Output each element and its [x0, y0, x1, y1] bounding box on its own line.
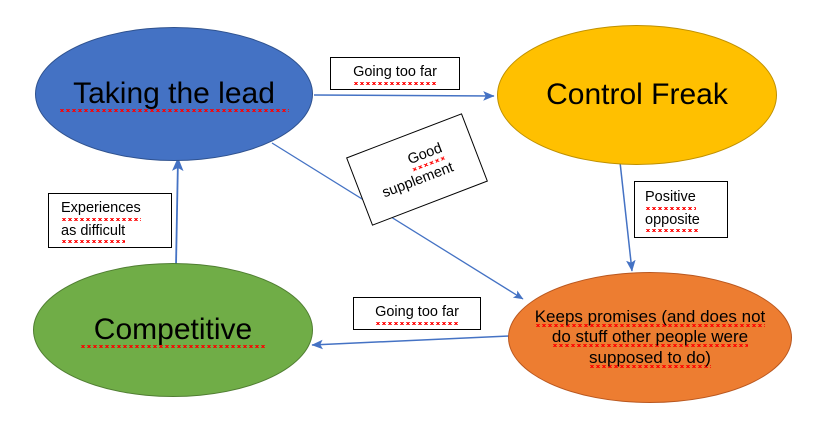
node-taking-the-lead-label: Taking the lead: [59, 75, 289, 112]
edge-label-positive-opposite-line-1: Positive: [645, 187, 696, 209]
node-keeps-promises-label: Keeps promises (and does not do stuff ot…: [521, 307, 780, 367]
edge-control-freak-to-keeps-promises: [619, 161, 636, 272]
edge-label-experiences-as-difficult-line-1: Experiences: [61, 198, 141, 220]
edge-label-going-too-far-top-text: Going too far: [353, 62, 437, 84]
node-keeps-promises-line-2: do stuff other people were: [551, 327, 749, 347]
node-keeps-promises-line-3: supposed to do): [589, 347, 711, 367]
node-competitive[interactable]: Competitive: [33, 263, 313, 397]
edge-competitive-to-lead: [172, 157, 184, 267]
edge-label-experiences-as-difficult[interactable]: Experiences as difficult: [48, 193, 172, 248]
node-competitive-label: Competitive: [80, 311, 266, 348]
edge-lead-to-control-freak: [313, 91, 495, 101]
edge-label-positive-opposite[interactable]: Positive opposite: [634, 181, 728, 238]
edge-label-going-too-far-bottom-text: Going too far: [375, 302, 459, 324]
node-keeps-promises[interactable]: Keeps promises (and does not do stuff ot…: [508, 272, 792, 403]
edge-label-going-too-far-bottom[interactable]: Going too far: [353, 297, 481, 330]
edge-lead-to-keeps-promises: [271, 142, 524, 300]
node-control-freak[interactable]: Control Freak: [497, 25, 777, 165]
edge-label-experiences-as-difficult-line-2: as difficult: [61, 220, 126, 243]
node-keeps-promises-line-1: Keeps promises (and does not: [534, 307, 766, 327]
node-control-freak-label: Control Freak: [546, 78, 728, 112]
node-taking-the-lead[interactable]: Taking the lead: [35, 27, 313, 161]
edge-label-going-too-far-top[interactable]: Going too far: [330, 57, 460, 90]
edge-label-positive-opposite-line-2: opposite: [645, 209, 700, 232]
